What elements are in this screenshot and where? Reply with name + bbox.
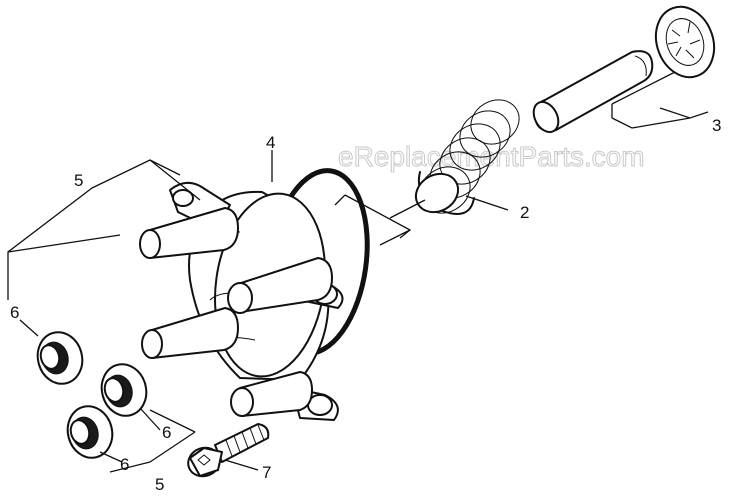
part-6-seal-ring-1 [36,331,84,385]
callout-leader-lines [7,71,709,473]
part-3-pin [532,50,654,134]
part-6-seal-ring-2 [100,363,148,417]
callout-6-left: 6 [10,303,19,322]
callout-5-bottom: 5 [155,475,164,494]
callout-2: 2 [520,203,529,222]
callout-6-mid: 6 [162,423,171,442]
part-6-seal-ring-3 [66,405,114,459]
callout-4: 4 [266,133,275,152]
callout-7: 7 [262,463,271,482]
callout-6-low: 6 [120,455,129,474]
callout-3: 3 [712,116,721,135]
watermark-text: eReplacementParts.com [338,141,645,172]
pump-head-cylinders [139,207,333,417]
part-2-spring [414,99,520,215]
callout-5-top: 5 [74,171,83,190]
part-7-screw [187,423,270,478]
part-3-retaining-ring [654,5,716,79]
